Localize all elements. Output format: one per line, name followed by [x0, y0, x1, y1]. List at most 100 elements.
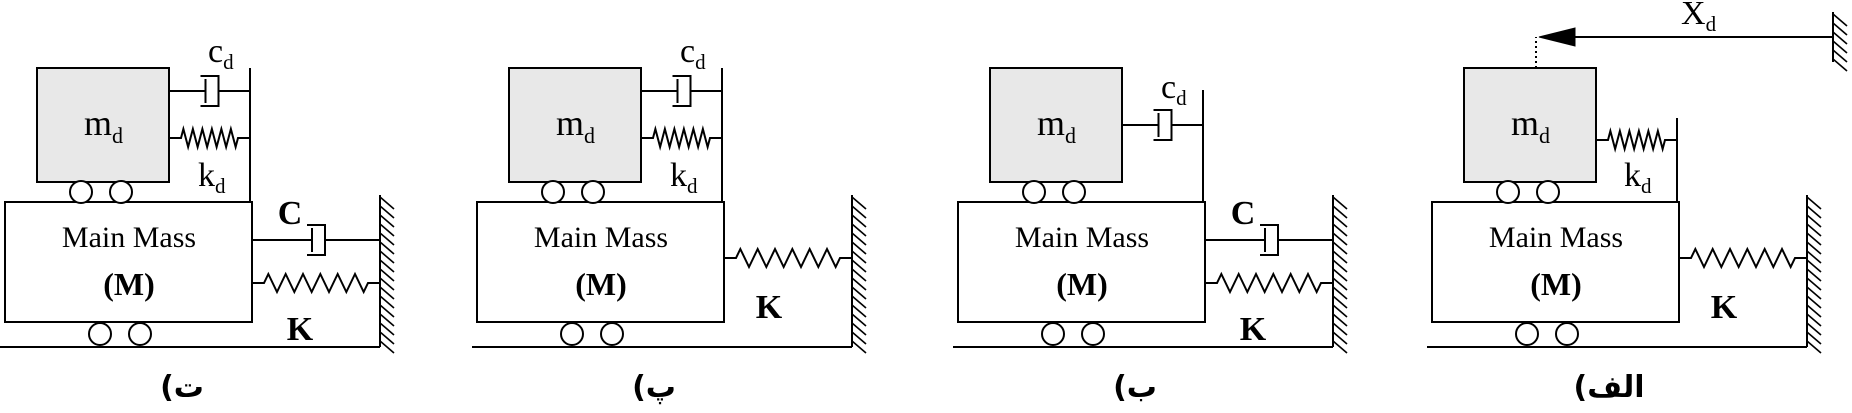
wall-hatch — [1332, 295, 1348, 309]
wall-hatch — [1806, 223, 1822, 237]
tmd-damper-label: cd — [680, 33, 706, 74]
damper-mass-wheel — [1022, 180, 1046, 204]
wall-hatch — [379, 313, 395, 327]
damper-mass-block — [1463, 67, 1597, 183]
damper-mass-label: md — [84, 103, 123, 148]
wall-hatch — [1806, 241, 1822, 255]
wall-hatch — [851, 340, 867, 354]
tmd-damper — [641, 75, 722, 107]
main-mass-wheel — [128, 322, 152, 346]
main-mass-symbol: (M) — [1530, 266, 1582, 302]
actuator-displacement-label-main: X — [1681, 0, 1706, 32]
main-mass-block — [4, 201, 253, 323]
wall-hatch — [1806, 304, 1822, 318]
actuator-arrow-head — [1538, 27, 1576, 47]
panel-caption: الف) — [1574, 370, 1645, 405]
wall-hatch — [851, 214, 867, 228]
damper-mass-block — [36, 67, 170, 183]
wall-hatch — [379, 331, 395, 345]
wall-hatch — [851, 313, 867, 327]
wall-hatch — [1806, 277, 1822, 291]
damper-mass-wheel — [109, 180, 133, 204]
damper-mass-wheel — [1062, 180, 1086, 204]
wall-hatch — [1332, 313, 1348, 327]
tmd-spring-label-main: k — [198, 157, 215, 194]
damper-mass-label-sub: d — [112, 123, 123, 148]
main-spring-label: K — [1240, 311, 1267, 348]
damper-mass-block — [508, 67, 642, 183]
wall-hatch — [1832, 58, 1848, 72]
wall-hatch — [1806, 295, 1822, 309]
main-mass-wheel — [88, 322, 112, 346]
wall-hatch — [1332, 268, 1348, 282]
wall-hatch — [851, 277, 867, 291]
damper-mass-label-main: m — [84, 103, 112, 143]
wall-hatch — [851, 196, 867, 210]
wall-hatch — [1332, 196, 1348, 210]
damper-mass-label: md — [1037, 103, 1076, 148]
tmd-damper — [1122, 109, 1203, 141]
wall-hatch — [1832, 31, 1848, 45]
damper-mass-wheel — [541, 180, 565, 204]
wall-hatch — [1332, 304, 1348, 318]
wall-hatch — [1332, 277, 1348, 291]
main-mass-label: Main Mass — [534, 221, 668, 254]
damper-mass-label-sub: d — [1539, 123, 1550, 148]
damper-mass-label-main: m — [556, 103, 584, 143]
main-spring — [252, 271, 380, 295]
wall-hatch — [1806, 196, 1822, 210]
damper-mass-wheel — [581, 180, 605, 204]
main-mass-wheel — [560, 322, 584, 346]
wall-hatch — [379, 214, 395, 228]
wall-hatch — [1332, 214, 1348, 228]
main-mass-wheel — [1041, 322, 1065, 346]
tmd-damper-label-sub: d — [695, 50, 706, 74]
wall-hatch — [1332, 250, 1348, 264]
tmd-spring — [169, 125, 250, 151]
wall-hatch — [1332, 286, 1348, 300]
wall-hatch — [1806, 205, 1822, 219]
wall-hatch — [851, 232, 867, 246]
damper-mass-block — [989, 67, 1123, 183]
wall-hatch — [1332, 259, 1348, 273]
wall-hatch — [1832, 22, 1848, 36]
tmd-damper-label-main: c — [208, 33, 223, 70]
wall-hatch — [1806, 214, 1822, 228]
main-mass-symbol: (M) — [103, 266, 155, 302]
panel-caption: پ) — [632, 370, 676, 405]
tmd-spring-label-main: k — [1624, 157, 1641, 194]
wall-hatch — [379, 223, 395, 237]
main-fixed-wall — [1806, 195, 1822, 354]
main-damper-label: C — [1231, 195, 1256, 232]
wall-hatch — [851, 286, 867, 300]
damper-mass-label-sub: d — [1065, 123, 1076, 148]
main-mass-symbol: (M) — [1056, 266, 1108, 302]
wall-hatch — [851, 205, 867, 219]
wall-hatch — [379, 286, 395, 300]
wall-hatch — [379, 304, 395, 318]
actuator-displacement-label-sub: d — [1706, 12, 1717, 36]
damper-mass-label-main: m — [1037, 103, 1065, 143]
main-spring — [1679, 246, 1807, 270]
wall-hatch — [1806, 259, 1822, 273]
damper-mass-label: md — [556, 103, 595, 148]
wall-hatch — [379, 250, 395, 264]
wall-hatch — [379, 196, 395, 210]
wall-hatch — [1806, 268, 1822, 282]
tmd-damper-label: cd — [208, 33, 234, 74]
main-mass-symbol: (M) — [575, 266, 627, 302]
wall-hatch — [1806, 232, 1822, 246]
tmd-damper-label: cd — [1161, 69, 1187, 110]
wall-hatch — [851, 259, 867, 273]
main-spring-label: K — [287, 311, 314, 348]
main-mass-wheel — [1515, 322, 1539, 346]
wall-hatch — [851, 268, 867, 282]
main-damper-label: C — [278, 195, 303, 232]
wall-hatch — [1332, 331, 1348, 345]
wall-hatch — [379, 268, 395, 282]
wall-hatch — [1806, 340, 1822, 354]
main-mass-wheel — [1555, 322, 1579, 346]
wall-hatch — [851, 322, 867, 336]
